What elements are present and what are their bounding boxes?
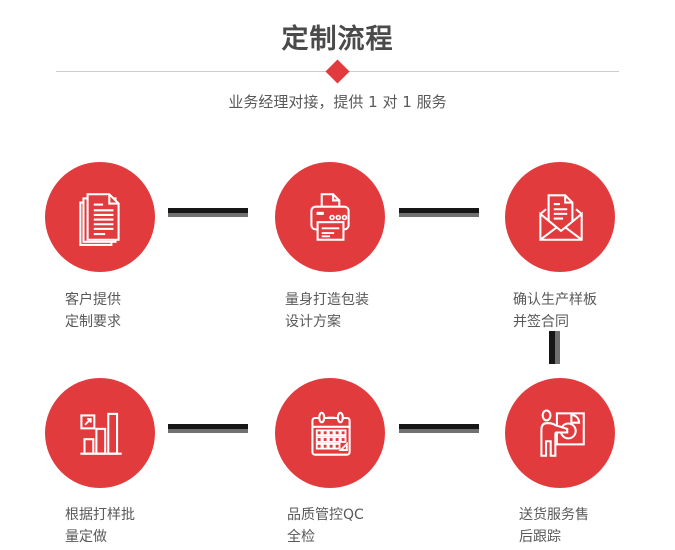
step-label-5: 品质管控QC 全检 [287,504,364,548]
page-title: 定制流程 [281,24,394,55]
connector-bar-2-3 [399,208,479,217]
calendar-icon [311,411,351,456]
step-label-5-line1: 品质管控QC [287,507,364,523]
step-label-3: 确认生产样板 并签合同 [513,289,597,333]
diamond-icon [325,59,350,84]
step-label-6-line1: 送货服务售 [519,507,589,523]
step-label-4-line2: 量定做 [65,529,107,545]
step-circle-2 [275,162,385,272]
connector-bar-4-5 [168,424,248,433]
step-circle-4 [45,378,155,488]
step-label-1-line2: 定制要求 [65,314,121,330]
step-label-2: 量身打造包装 设计方案 [285,289,369,333]
bar-chart-icon [80,412,122,455]
documents-icon [79,193,120,246]
step-label-1-line1: 客户提供 [65,292,121,308]
step-label-4: 根据打样批 量定做 [65,504,135,548]
step-label-5-line2: 全检 [287,529,315,545]
presentation-icon [540,409,585,457]
step-label-3-line1: 确认生产样板 [513,292,597,308]
step-circle-5 [275,378,385,488]
step-circle-1 [45,162,155,272]
step-label-1: 客户提供 定制要求 [65,289,121,333]
connector-bar-5-6 [399,424,479,433]
step-label-3-line2: 并签合同 [513,314,569,330]
step-circle-3 [505,162,615,272]
step-circle-6 [505,378,615,488]
subtitle: 业务经理对接，提供 1 对 1 服务 [228,93,447,111]
envelope-icon [539,194,583,241]
step-label-2-line1: 量身打造包装 [285,292,369,308]
printer-icon [310,193,350,241]
divider-line [56,59,619,84]
step-label-6: 送货服务售 后跟踪 [519,504,589,548]
step-label-2-line2: 设计方案 [285,314,341,330]
step-label-6-line2: 后跟踪 [519,529,561,545]
connector-bar-1-2 [168,208,248,217]
step-label-4-line1: 根据打样批 [65,507,135,523]
connector-bar-vertical [549,331,560,364]
